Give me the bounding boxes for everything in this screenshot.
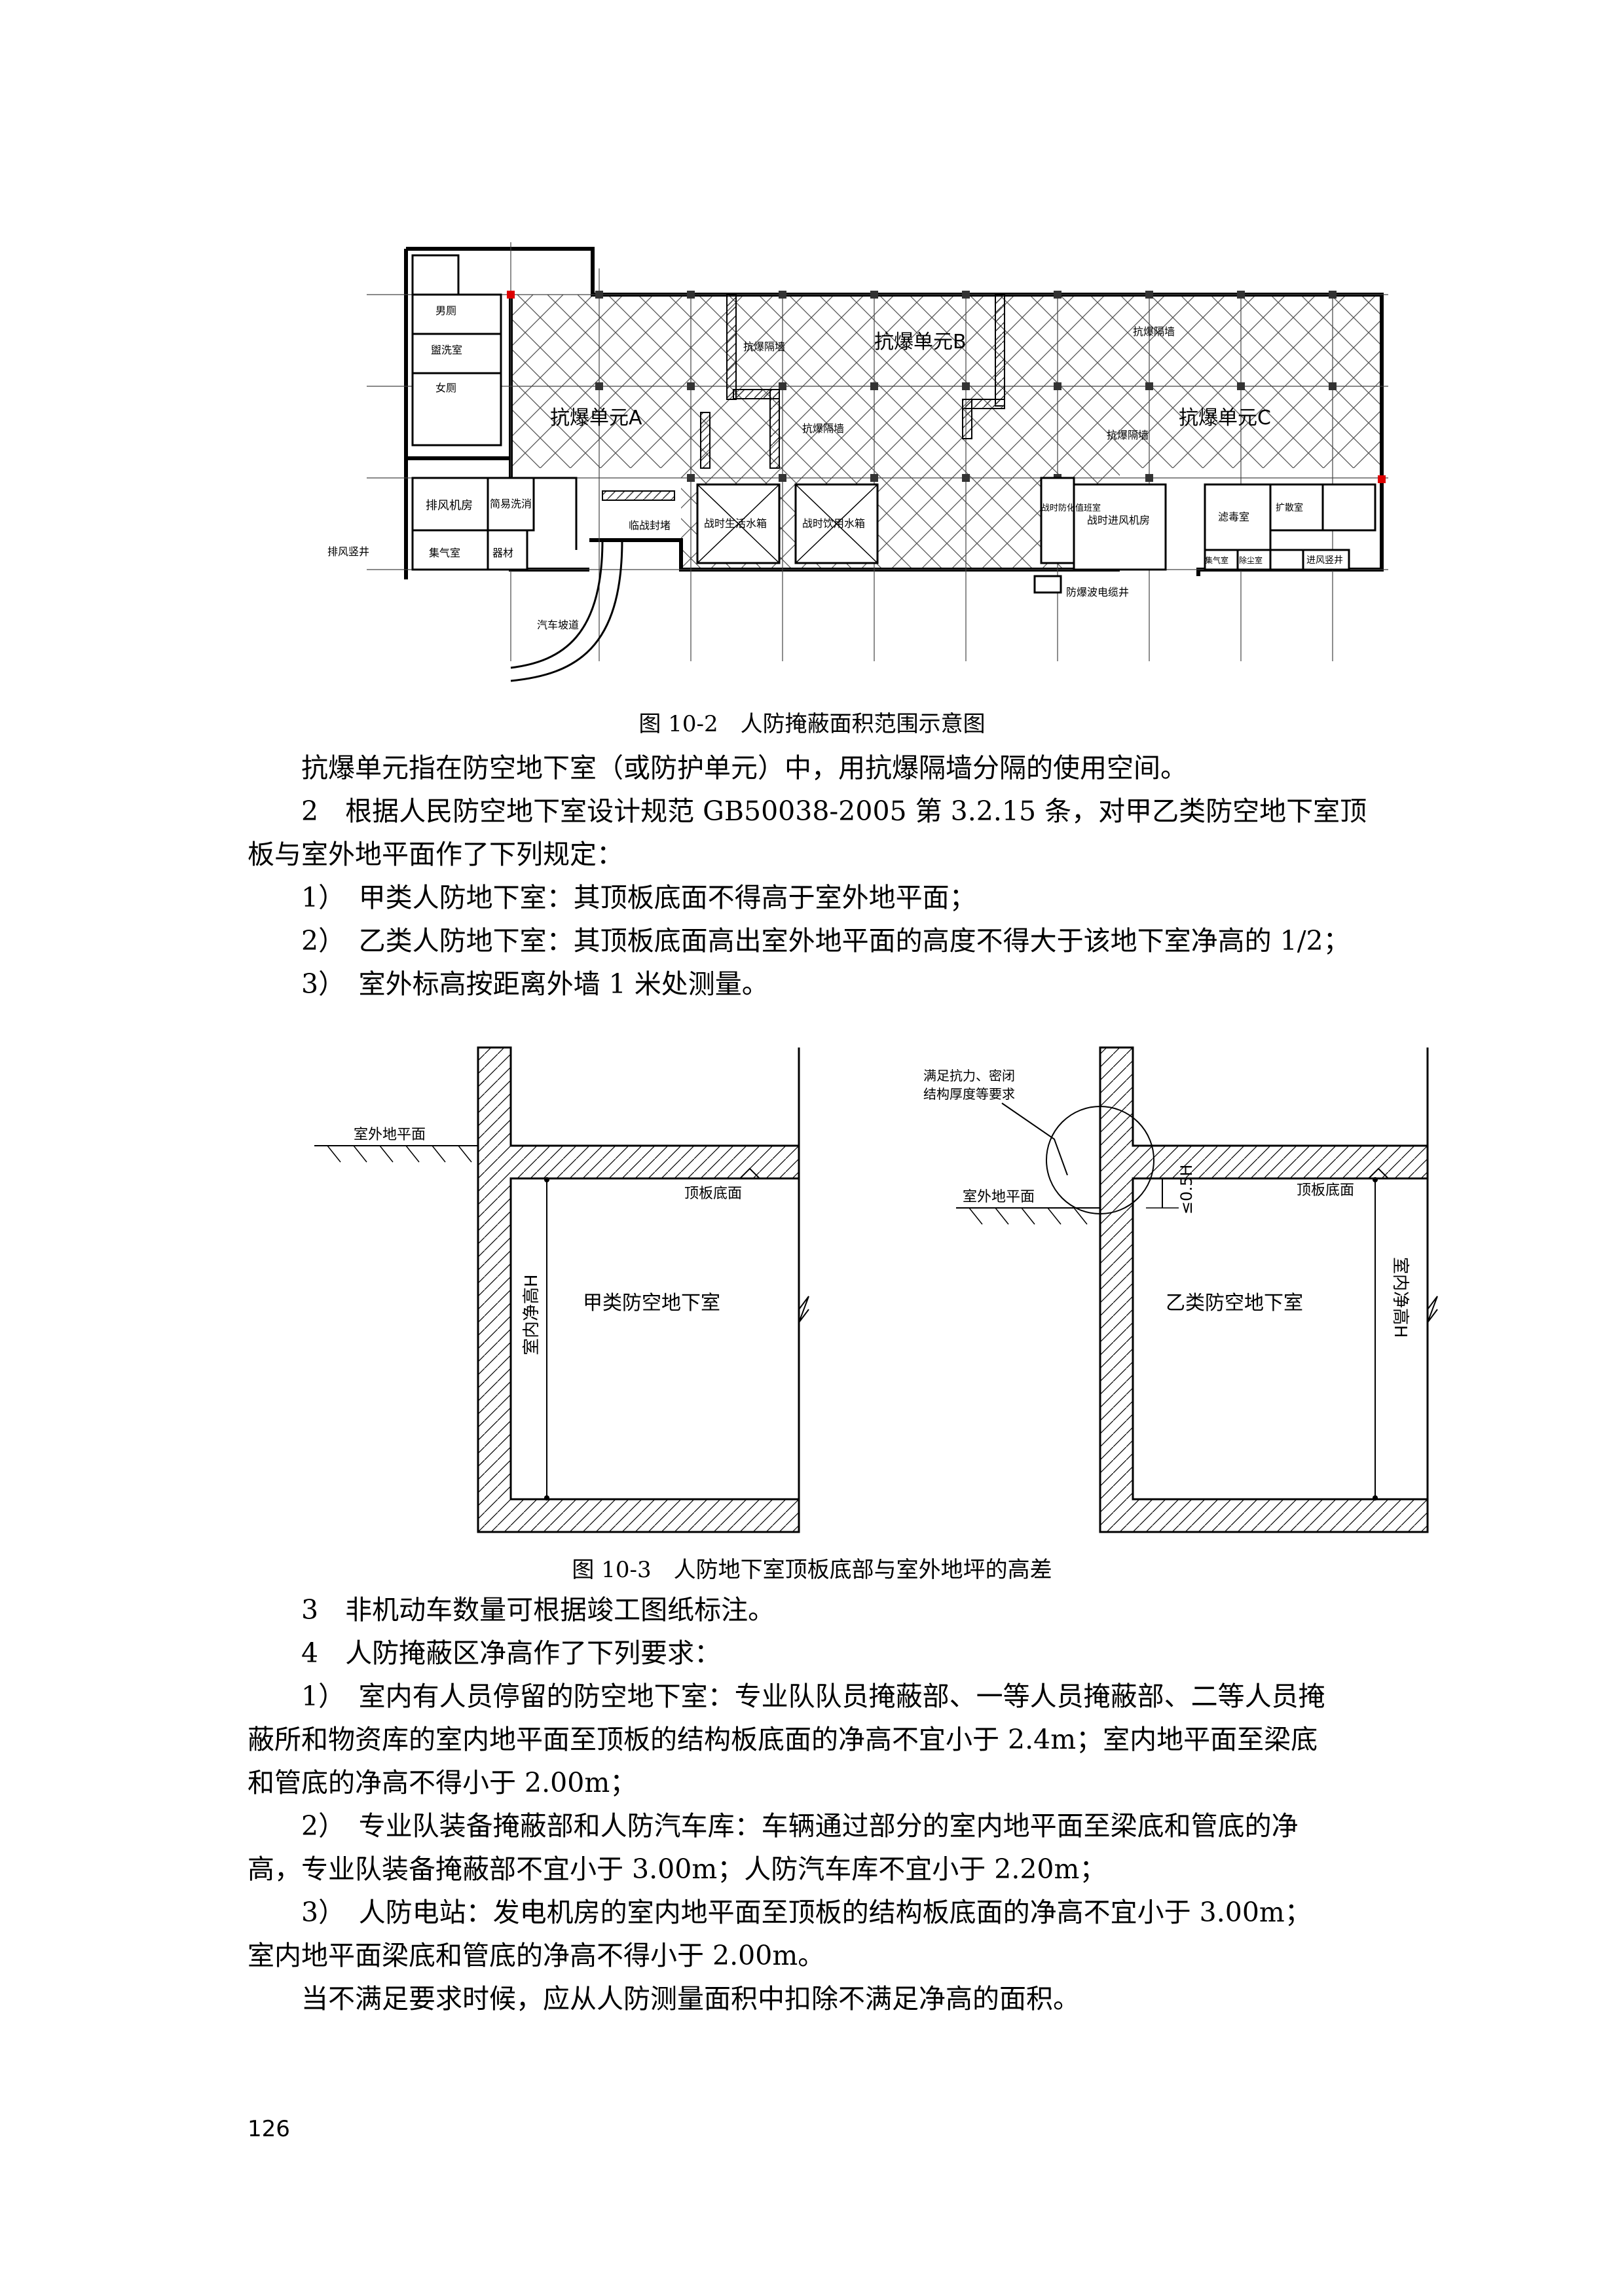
blast-wall-label: 抗爆隔墙 bbox=[1107, 429, 1149, 441]
right-slab-label: 顶板底面 bbox=[1297, 1182, 1354, 1199]
left-ground-label: 室外地平面 bbox=[354, 1127, 426, 1143]
collect-room-label: 集气室 bbox=[429, 547, 460, 559]
paragraph-3: 3 非机动车数量可根据竣工图纸标注。 bbox=[301, 1594, 775, 1626]
requirement-1-line2: 蔽所和物资库的室内地平面至顶板的结构板底面的净高不宜小于 2.4m；室内地平面至… bbox=[248, 1724, 1318, 1755]
duty-room-label: 战时防化值班室 bbox=[1041, 503, 1101, 513]
blast-walls bbox=[602, 294, 1005, 501]
requirement-3-line2: 室内地平面梁底和管底的净高不得小于 2.00m。 bbox=[248, 1940, 825, 1971]
water-tank-1-label: 战时生活水箱 bbox=[704, 517, 767, 530]
figure-10-2-caption: 图 10-2 人防掩蔽面积范围示意图 bbox=[638, 711, 986, 737]
right-rooms bbox=[1033, 477, 1376, 594]
intake-room-label: 战时进风机房 bbox=[1087, 514, 1150, 526]
left-section bbox=[314, 1046, 809, 1533]
requirement-2-line1: 2） 专业队装备掩蔽部和人防汽车库：车辆通过部分的室内地平面至梁底和管底的净 bbox=[301, 1810, 1299, 1842]
unit-a-label: 抗爆单元A bbox=[550, 407, 642, 429]
unit-b-label: 抗爆单元B bbox=[874, 331, 967, 354]
red-marker bbox=[1378, 475, 1386, 483]
floor-plan-figure: 抗爆单元A 抗爆单元B 抗爆单元C 男厕 盥洗室 女厕 排风机房 简易洗消 集气… bbox=[327, 242, 1388, 682]
right-room-label: 乙类防空地下室 bbox=[1166, 1292, 1303, 1315]
red-marker bbox=[507, 291, 515, 299]
requirement-1-line3: 和管底的净高不得小于 2.00m； bbox=[248, 1767, 637, 1798]
blast-wall-label: 抗爆隔墙 bbox=[743, 340, 785, 353]
water-tank-2-label: 战时饮用水箱 bbox=[802, 517, 865, 530]
tool-room-label: 器材 bbox=[492, 547, 513, 559]
small-room-label: 集气室 bbox=[1205, 555, 1228, 565]
page-number: 126 bbox=[248, 2116, 290, 2142]
water-tanks bbox=[696, 483, 879, 564]
requirement-2-line2: 高，专业队装备掩蔽部不宜小于 3.00m；人防汽车库不宜小于 2.20m； bbox=[248, 1853, 1107, 1885]
list-item-1: 1） 甲类人防地下室：其顶板底面不得高于室外地平面； bbox=[301, 882, 976, 913]
toilet-f-label: 女厕 bbox=[435, 382, 456, 394]
list-item-3: 3） 室外标高按距离外墙 1 米处测量。 bbox=[301, 968, 769, 1000]
protected-area-main bbox=[511, 295, 1382, 468]
paragraph-4: 4 人防掩蔽区净高作了下列要求： bbox=[301, 1637, 722, 1669]
right-section bbox=[956, 1046, 1438, 1533]
wash-label: 盥洗室 bbox=[431, 344, 462, 356]
left-rooms bbox=[411, 254, 623, 682]
paragraph-blast-unit: 抗爆单元指在防空地下室（或防护单元）中，用抗爆隔墙分隔的使用空间。 bbox=[301, 752, 1187, 784]
simple-wash-label: 简易洗消 bbox=[490, 498, 532, 510]
list-item-2: 2） 乙类人防地下室：其顶板底面高出室外地平面的高度不得大于该地下室净高的 1/… bbox=[301, 925, 1350, 957]
requirement-1-line1: 1） 室内有人员停留的防空地下室：专业队队员掩蔽部、一等人员掩蔽部、二等人员掩 bbox=[301, 1681, 1325, 1712]
cable-shaft-label: 防爆波电缆井 bbox=[1066, 586, 1129, 598]
intake-shaft-label: 进风竖井 bbox=[1306, 555, 1343, 566]
right-note-line1: 满足抗力、密闭 bbox=[923, 1068, 1015, 1084]
temp-wall-label: 临战封堵 bbox=[629, 519, 671, 532]
section-diagram-figure: 室外地平面 顶板底面 甲类防空地下室 室内净高H 满足抗力、密闭 结构厚度等要求… bbox=[314, 1046, 1438, 1533]
small-room-label: 除尘室 bbox=[1239, 555, 1263, 565]
paragraph-2-line2: 板与室外地平面作了下列规定： bbox=[248, 839, 623, 870]
exhaust-shaft-label: 排风竖井 bbox=[327, 545, 369, 558]
car-ramp-label: 汽车坡道 bbox=[537, 619, 579, 631]
right-ground-label: 室外地平面 bbox=[963, 1189, 1035, 1205]
blast-wall-label: 抗爆隔墙 bbox=[802, 422, 844, 435]
right-limit-label: ≤0.5H bbox=[1177, 1165, 1196, 1214]
figure-10-3-caption: 图 10-3 人防地下室顶板底部与室外地坪的高差 bbox=[572, 1557, 1052, 1583]
exhaust-room-label: 排风机房 bbox=[426, 499, 473, 513]
right-note-line2: 结构厚度等要求 bbox=[923, 1086, 1015, 1102]
filter-room-label: 滤毒室 bbox=[1218, 511, 1249, 523]
blast-wall-label: 抗爆隔墙 bbox=[1133, 325, 1175, 338]
left-height-label: 室内净高H bbox=[522, 1274, 542, 1355]
left-room-label: 甲类防空地下室 bbox=[583, 1292, 720, 1315]
toilet-m-label: 男厕 bbox=[435, 304, 456, 317]
left-slab-label: 顶板底面 bbox=[684, 1186, 742, 1202]
unit-c-label: 抗爆单元C bbox=[1179, 407, 1271, 429]
paragraph-2-line1: 2 根据人民防空地下室设计规范 GB50038-2005 第 3.2.15 条，… bbox=[301, 795, 1367, 827]
requirement-3-line1: 3） 人防电站：发电机房的室内地平面至顶板的结构板底面的净高不宜小于 3.00m… bbox=[301, 1897, 1312, 1928]
dense-room-label: 扩散室 bbox=[1276, 502, 1303, 513]
right-height-label: 室内净高H bbox=[1390, 1257, 1410, 1338]
paragraph-5: 当不满足要求时候，应从人防测量面积中扣除不满足净高的面积。 bbox=[301, 1983, 1080, 2014]
